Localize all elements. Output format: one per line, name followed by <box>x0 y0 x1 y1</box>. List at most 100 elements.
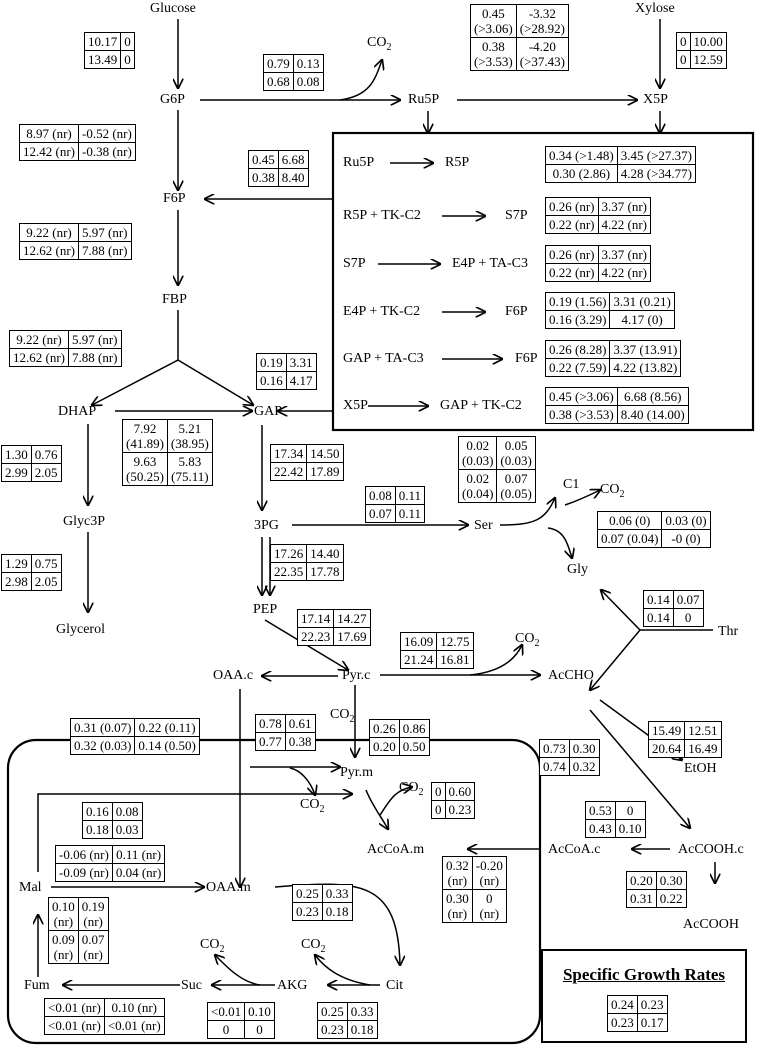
flux-row: 12.42 (nr)-0.38 (nr) <box>19 142 136 161</box>
flux-value: 0.11 (nr) <box>111 845 166 864</box>
ppp-rxn-6-left: X5P <box>343 398 368 413</box>
met-glyc3p: Glyc3P <box>63 514 105 529</box>
flux-value: 4.22 (nr) <box>597 263 651 282</box>
ppp-rxn-2-right: S7P <box>505 208 528 223</box>
met-c1: C1 <box>563 477 580 492</box>
flux-value: 5.83(75.11) <box>166 452 213 486</box>
met-xylose: Xylose <box>635 1 675 16</box>
arrow-pdh-co2 <box>379 787 412 816</box>
flux-table-pgi: 8.97 (nr)-0.52 (nr)12.42 (nr)-0.38 (nr) <box>19 124 136 161</box>
flux-table-pyc-oaa: 0.31 (0.07)0.22 (0.11)0.32 (0.03)0.14 (0… <box>69 718 200 755</box>
flux-value: 0.16 <box>256 371 287 390</box>
flux-row: 0.02(0.04)0.07(0.05) <box>457 469 536 503</box>
flux-value: 5.97 (nr) <box>68 330 122 349</box>
flux-value: 17.69 <box>333 627 371 646</box>
met-ru5p: Ru5P <box>408 92 440 107</box>
flux-value: 0.04 (nr) <box>111 863 166 882</box>
flux-value: 0.10 <box>244 1002 275 1021</box>
met-oaa-c: OAA.c <box>213 668 254 683</box>
flux-value: 0.86 <box>398 719 430 738</box>
co2-label: CO2 <box>399 780 424 798</box>
flux-value: 0 <box>120 50 135 69</box>
flux-value: 0.07 (0.04) <box>596 529 663 548</box>
met-fbp: FBP <box>162 292 187 307</box>
flux-row: 0.09(nr)0.07(nr) <box>48 930 109 964</box>
flux-value: 0.32 (0.03) <box>69 736 136 755</box>
flux-value: 0.19 (1.56) <box>544 292 611 311</box>
flux-row: 0.38(>3.53)-4.20(>37.43) <box>470 37 570 71</box>
flux-value: 12.59 <box>689 50 727 69</box>
met-dhap: DHAP <box>58 404 97 419</box>
flux-value: 3.45 (>27.37) <box>616 146 697 165</box>
flux-value: 3.37 (13.91) <box>609 340 682 359</box>
flux-value: 2.99 <box>1 463 32 482</box>
flux-row: 0.26 (nr)3.37 (nr) <box>545 245 651 264</box>
flux-value: 0.73 <box>539 739 570 758</box>
flux-value: 0.23 <box>444 800 476 819</box>
ppp-box <box>331 131 755 432</box>
flux-value: 0.43 <box>585 819 616 838</box>
arrow-me-co2 <box>289 767 315 795</box>
flux-value: 4.17 (0) <box>609 310 675 329</box>
ppp-rxn-2-left: R5P + TK-C2 <box>343 208 421 223</box>
flux-value: 0 <box>614 801 646 820</box>
flux-value: 20.64 <box>647 739 686 758</box>
flux-table-ppp-r6: 0.45 (>3.06)6.68 (8.56)0.38 (>3.53)8.40 … <box>545 387 689 424</box>
flux-value: 0.06 (0) <box>596 511 663 530</box>
flux-value: 0.38 <box>284 732 316 751</box>
flux-value: 0 <box>431 782 446 801</box>
flux-value: 0.08 <box>365 486 396 505</box>
flux-value: 0.76 <box>30 445 62 464</box>
flux-value: 5.21(38.95) <box>166 419 213 453</box>
flux-row: 0.30 (2.86)4.28 (>34.77) <box>545 164 697 183</box>
flux-value: 0.03 <box>111 820 143 839</box>
flux-value: -0 (0) <box>661 529 711 548</box>
flux-value: 4.22 (nr) <box>597 215 651 234</box>
flux-value: 0 <box>672 608 704 627</box>
flux-value: 0.13 <box>292 54 324 73</box>
flux-value: 1.30 <box>1 445 32 464</box>
flux-value: 0(nr) <box>471 889 507 923</box>
flux-value: 0.09(nr) <box>48 930 79 964</box>
co2-label: CO2 <box>367 35 392 53</box>
flux-value: <0.01 <box>206 1002 246 1021</box>
ppp-rxn-4-right: F6P <box>505 304 528 319</box>
flux-row: 0.19 (1.56)3.31 (0.21) <box>544 292 675 311</box>
flux-value: 0.22 (nr) <box>545 215 599 234</box>
flux-value: 0.08 <box>292 72 324 91</box>
met-cit: Cit <box>386 978 404 993</box>
flux-table-acCoA-transport: 0.32(nr)-0.20(nr)0.30(nr)0(nr) <box>442 856 507 923</box>
flux-value: <0.01 (nr) <box>44 1016 105 1035</box>
flux-value: 0.61 <box>284 714 316 733</box>
flux-value: 0.26 (nr) <box>545 245 599 264</box>
flux-row: -0.09 (nr)0.04 (nr) <box>55 863 166 882</box>
met-acCoA-c: AcCoA.c <box>548 842 601 857</box>
flux-value: 7.88 (nr) <box>68 348 122 367</box>
flux-value: 0.11 <box>394 504 426 523</box>
flux-table-gly-c1: 0.06 (0)0.03 (0)0.07 (0.04)-0 (0) <box>596 511 711 548</box>
flux-value: 0.75 <box>30 554 62 573</box>
co2-label: CO2 <box>301 937 326 955</box>
flux-value: 0.23 <box>292 902 323 921</box>
arrow-g6p-co2 <box>339 60 382 101</box>
flux-value: 2.05 <box>30 572 62 591</box>
ppp-rxn-4-left: E4P + TK-C2 <box>343 304 421 319</box>
flux-value: 6.68 (8.56) <box>616 387 689 406</box>
